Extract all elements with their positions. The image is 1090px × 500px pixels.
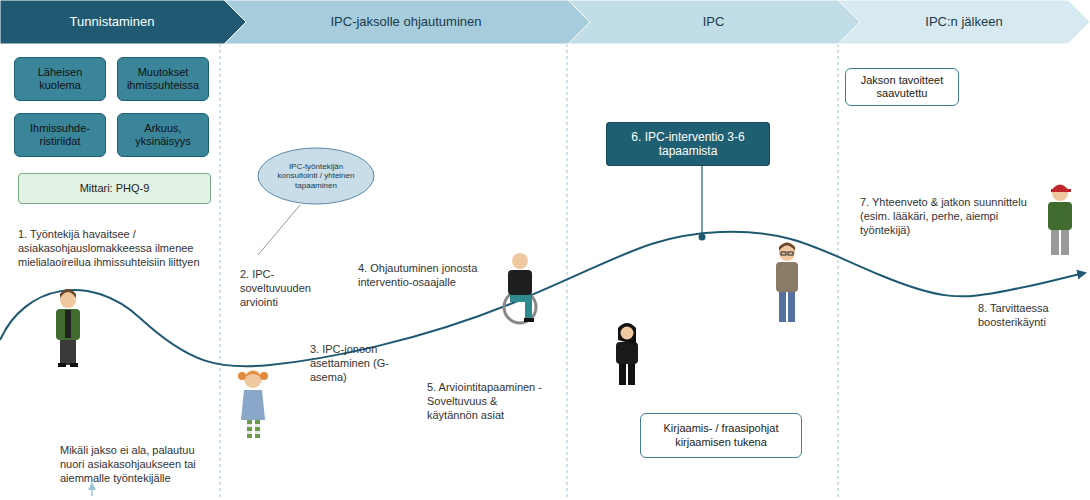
phase-header: IPC <box>567 0 860 44</box>
node-text: Ihmissuhde-ristiriidat <box>19 122 101 148</box>
step-text: 7. Yhteenveto & jatkon suunnittelu (esim… <box>860 196 1044 237</box>
person-figure <box>776 243 798 323</box>
phase-header: Tunnistaminen <box>0 0 246 44</box>
person-figure <box>616 323 638 385</box>
step-text: 4. Ohjautuminen jonosta interventio-osaa… <box>358 262 498 290</box>
leader-line <box>258 205 300 255</box>
ellipse-fill <box>258 148 374 204</box>
step-text: 8. Tarvittaessa boosterikäynti <box>978 302 1078 330</box>
node-text: Arkuus, yksinäisyys <box>122 122 204 148</box>
node-text: Jakson tavoitteet saavutettu <box>852 74 952 100</box>
node-text: IPC <box>703 14 725 30</box>
node-text: Läheisen kuolema <box>19 66 101 92</box>
chevron-fill <box>838 0 1090 44</box>
chevron-fill <box>222 0 590 44</box>
node-text: IPC-työntekijän konsultointi / yhteinen … <box>271 162 361 191</box>
step-text: 3. IPC-jonoon asettaminen (G-asema) <box>310 343 392 384</box>
node-text: Muutokset ihmissuhteissa <box>122 66 204 92</box>
step-text: 2. IPC-soveltuvuuden arviointi <box>240 268 322 309</box>
timeline-dot <box>699 234 706 241</box>
theme-box: Ihmissuhde-ristiriidat <box>14 113 106 157</box>
person-figure <box>504 253 536 323</box>
person-figure <box>238 370 268 438</box>
note-text: Mikäli jakso ei ala, palautuu nuori asia… <box>60 444 210 485</box>
node-text: IPC:n jälkeen <box>925 14 1002 30</box>
note-box: Kirjaamis- / fraasipohjat kirjaamisen tu… <box>640 413 802 458</box>
chevron-fill <box>0 0 246 44</box>
node-text: Mittari: PHQ-9 <box>80 182 150 195</box>
phase-header: IPC-jaksolle ohjautuminen <box>222 0 590 44</box>
node-text: Kirjaamis- / fraasipohjat kirjaamisen tu… <box>651 422 791 448</box>
consultation-ellipse: IPC-työntekijän konsultointi / yhteinen … <box>257 147 375 205</box>
measure-box: Mittari: PHQ-9 <box>18 173 211 204</box>
step-text: 1. Työntekijä havaitsee / asiakasohjausl… <box>18 228 242 269</box>
node-text: 6. IPC-interventio 3-6 tapaamista <box>611 130 765 159</box>
theme-box: Arkuus, yksinäisyys <box>117 113 209 157</box>
person-figure <box>56 289 80 367</box>
theme-box: Läheisen kuolema <box>14 57 106 101</box>
leader-line <box>701 166 702 237</box>
note-box: Jakson tavoitteet saavutettu <box>845 68 959 106</box>
person-figure <box>1048 185 1072 256</box>
step-text: 5. Arviointitapaaminen - Soveltuvuus & k… <box>427 381 542 422</box>
phase-header: IPC:n jälkeen <box>838 0 1090 44</box>
node-text: IPC-jaksolle ohjautuminen <box>330 14 481 30</box>
theme-box: Muutokset ihmissuhteissa <box>117 57 209 101</box>
column-divider <box>220 44 838 500</box>
return-arrow <box>91 486 93 496</box>
node-text: Tunnistaminen <box>70 14 155 30</box>
intervention-box: 6. IPC-interventio 3-6 tapaamista <box>606 122 770 166</box>
chevron-fill <box>567 0 860 44</box>
